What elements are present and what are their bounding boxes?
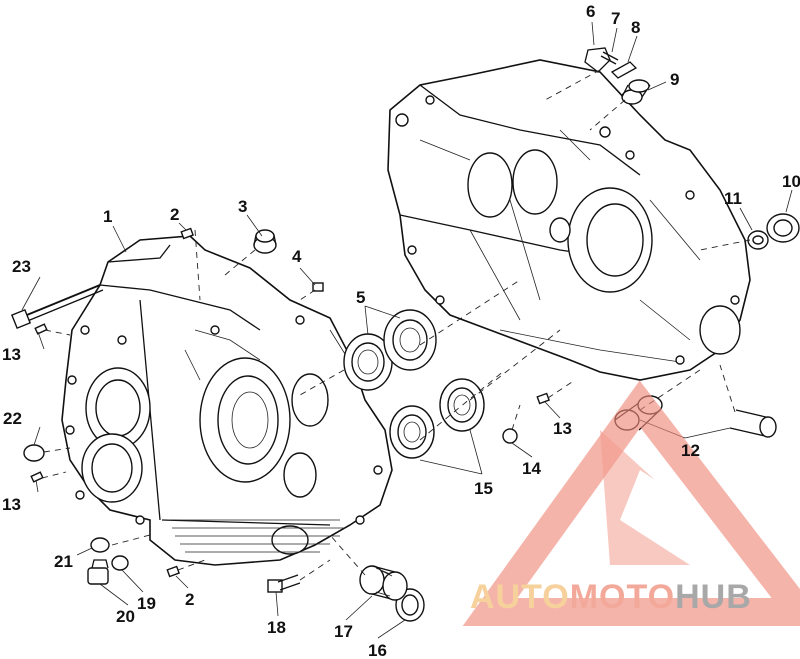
bearing: [389, 405, 435, 459]
dowel-pin: [166, 565, 180, 578]
plug: [23, 444, 45, 462]
label-20: 20: [116, 607, 135, 626]
watermark-text-moto: MOTO: [570, 578, 675, 616]
pin: [610, 61, 638, 79]
watermark-triangle-inner: [600, 430, 690, 565]
o-ring: [90, 537, 110, 553]
sleeve: [729, 409, 777, 438]
svg-text:AUTOMOTOHUB: AUTOMOTOHUB: [470, 578, 752, 616]
gasket: [111, 555, 129, 571]
label-13-lower-left: 13: [2, 495, 21, 514]
label-6: 6: [586, 2, 595, 21]
needle-bearing: [359, 565, 408, 601]
label-22: 22: [3, 409, 22, 428]
label-13-upper-left: 13: [2, 345, 21, 364]
washer: [747, 230, 769, 250]
label-18: 18: [267, 618, 286, 637]
label-12: 12: [681, 441, 700, 460]
label-2-bottom: 2: [185, 590, 194, 609]
drain-plug: [87, 559, 109, 585]
bracket: [584, 47, 611, 73]
label-23: 23: [12, 257, 31, 276]
automotohub-watermark: AUTOMOTOHUB: [462, 380, 800, 626]
parts: [10, 47, 800, 622]
alignment-lines: [41, 69, 751, 581]
right-crankcase: [387, 59, 751, 381]
watermark-triangle-outer: [462, 380, 800, 626]
bolt: [267, 574, 301, 593]
leader-lines: [21, 21, 793, 639]
bearing: [343, 333, 393, 391]
label-11: 11: [724, 189, 742, 208]
label-16: 16: [368, 641, 387, 659]
label-21: 21: [54, 552, 73, 571]
label-15: 15: [474, 479, 493, 498]
dowel-pin: [180, 227, 194, 240]
bearing: [383, 309, 437, 371]
bearing: [439, 378, 485, 432]
dowel-pin: [30, 471, 44, 483]
label-10: 10: [782, 172, 800, 191]
ball: [502, 428, 518, 444]
dowel-pin: [312, 282, 324, 292]
label-1: 1: [103, 207, 112, 226]
sleeve: [621, 79, 651, 105]
label-7: 7: [611, 9, 620, 28]
label-13-right: 13: [553, 419, 572, 438]
screw: [600, 51, 619, 65]
label-4: 4: [292, 247, 302, 266]
label-19: 19: [137, 594, 156, 613]
oil-seal: [766, 213, 800, 243]
dowel-pin: [536, 392, 550, 405]
label-2-top: 2: [170, 205, 179, 224]
label-9: 9: [670, 70, 679, 89]
bushing: [253, 229, 277, 254]
label-8: 8: [631, 18, 640, 37]
long-bolt: [10, 284, 104, 330]
label-17: 17: [334, 622, 353, 641]
watermark-text-auto: AUTO: [470, 578, 570, 616]
dowel-pin: [34, 323, 48, 335]
label-5: 5: [356, 288, 365, 307]
label-14: 14: [522, 459, 541, 478]
left-crankcase: [61, 235, 393, 566]
label-3: 3: [238, 197, 247, 216]
watermark-text-hub: HUB: [675, 578, 752, 616]
